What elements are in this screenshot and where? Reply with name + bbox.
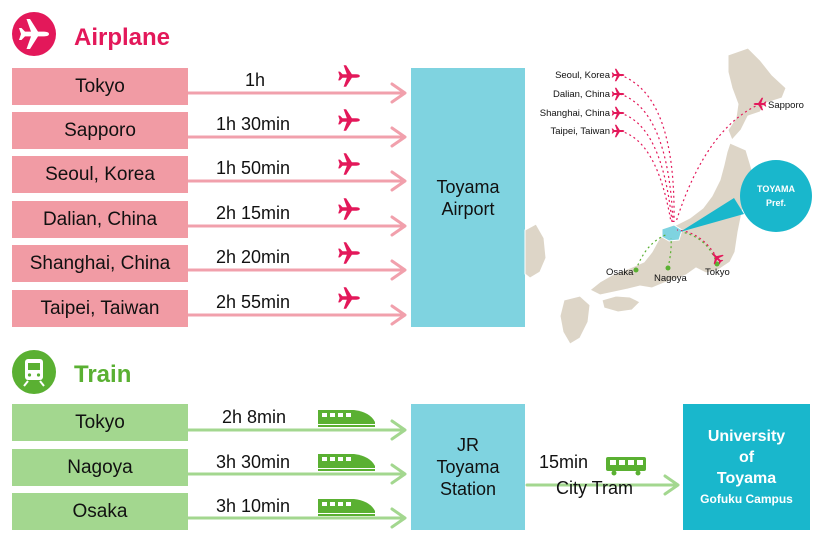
jr-station-line2: Toyama <box>436 457 500 477</box>
toyama-callout-line1: TOYAMA <box>757 184 796 194</box>
plane-icon <box>338 287 360 309</box>
plane-icon <box>338 153 360 175</box>
air-duration-seoul: 1h 50min <box>216 158 291 178</box>
kyushu-landmass <box>559 295 591 345</box>
plane-icon <box>611 87 625 101</box>
dest-line2: of <box>738 449 755 466</box>
air-arrow-4 <box>186 215 407 237</box>
toyama-callout <box>740 160 812 232</box>
map-label-sapporo: Sapporo <box>768 100 804 111</box>
hokkaido-landmass <box>727 47 787 141</box>
plane-icon <box>611 106 625 120</box>
air-arrow-6 <box>186 304 407 326</box>
map-label-shanghai: Shanghai, China <box>540 108 611 119</box>
air-arrow-5 <box>186 259 407 281</box>
train-arrow-1 <box>186 419 407 441</box>
nagoya-dot <box>665 265 671 271</box>
jr-station-line3: Station <box>439 479 497 499</box>
train-arrow-2 <box>186 463 407 485</box>
air-duration-taipei: 2h 55min <box>216 292 291 312</box>
map-label-dalian: Dalian, China <box>553 89 611 100</box>
air-origin-dalian: Dalian, China <box>12 201 188 238</box>
jr-station-line1: JR <box>457 435 479 455</box>
toyama-airport-line1: Toyama <box>436 176 500 197</box>
air-arrow-2 <box>186 126 407 148</box>
osaka-dot <box>633 267 639 273</box>
dest-line4: Gofuku Campus <box>700 492 793 506</box>
plane-icon <box>712 253 724 265</box>
map-label-seoul: Seoul, Korea <box>555 70 611 81</box>
route-dalian <box>619 93 674 223</box>
train-duration-osaka: 3h 10min <box>216 496 291 516</box>
air-origin-taipei: Taipei, Taiwan <box>12 290 188 327</box>
tokyo-dot <box>714 261 720 267</box>
toyama-prefecture <box>661 224 683 242</box>
train-duration-tokyo: 2h 8min <box>222 407 287 427</box>
toyama-airport-line2: Airport <box>441 198 495 219</box>
plane-icon <box>753 97 767 111</box>
map-label-osaka: Osaka <box>606 267 634 278</box>
shikoku-landmass <box>601 295 641 313</box>
plane-icon <box>611 68 625 82</box>
dest-line1: University <box>707 428 786 445</box>
air-origin-sapporo: Sapporo <box>12 112 188 149</box>
honshu-landmass <box>589 142 753 296</box>
dest-line3: Toyama <box>716 470 777 487</box>
route-osaka-train <box>635 233 669 271</box>
plane-icon <box>338 198 360 220</box>
train-arrow-3 <box>186 507 407 529</box>
air-origin-shanghai: Shanghai, China <box>12 245 188 282</box>
toyama-callout-line2: Pref. <box>766 198 786 208</box>
map-label-nagoya: Nagoya <box>654 273 687 284</box>
plane-icon <box>338 242 360 264</box>
air-arrow-3 <box>186 170 407 192</box>
air-duration-dalian: 2h 15min <box>216 203 291 223</box>
map-label-tokyo: Tokyo <box>705 267 730 278</box>
route-nagoya-train <box>667 237 672 269</box>
plane-icon <box>338 65 360 87</box>
train-section-icon <box>12 350 56 394</box>
train-origin-tokyo: Tokyo <box>12 404 188 441</box>
university-of-toyama-box: University of Toyama Gofuku Campus <box>683 404 810 530</box>
air-duration-sapporo: 1h 30min <box>216 114 291 134</box>
tram-icon <box>606 457 646 476</box>
air-arrow-1 <box>186 82 407 104</box>
train-section-title: Train <box>74 361 132 388</box>
route-tokyo-train <box>681 231 718 265</box>
jr-toyama-station-box: JR Toyama Station <box>411 404 525 530</box>
bullet-train-icon <box>318 499 375 516</box>
tram-arrow <box>525 474 680 496</box>
air-duration-shanghai: 2h 20min <box>216 247 291 267</box>
route-shanghai <box>619 112 673 223</box>
air-origin-tokyo: Tokyo <box>12 68 188 105</box>
korea-landmass <box>524 223 547 279</box>
air-duration-tokyo: 1h <box>245 70 266 90</box>
airplane-section-title: Airplane <box>74 24 171 51</box>
train-origin-nagoya: Nagoya <box>12 449 188 486</box>
toyama-airport-box: Toyama Airport <box>411 68 525 327</box>
bullet-train-icon <box>318 454 375 471</box>
route-tokyo <box>676 229 718 259</box>
bullet-train-icon <box>318 410 375 427</box>
map-label-taipei: Taipei, Taiwan <box>550 126 610 137</box>
air-origin-seoul: Seoul, Korea <box>12 156 188 193</box>
plane-icon <box>611 124 625 138</box>
airplane-section-icon <box>12 12 56 56</box>
train-duration-nagoya: 3h 30min <box>216 452 291 472</box>
train-origin-osaka: Osaka <box>12 493 188 530</box>
tram-duration: 15min <box>539 452 589 472</box>
toyama-callout-pointer <box>680 198 744 232</box>
plane-icon <box>338 109 360 131</box>
tram-label: City Tram <box>556 478 634 498</box>
